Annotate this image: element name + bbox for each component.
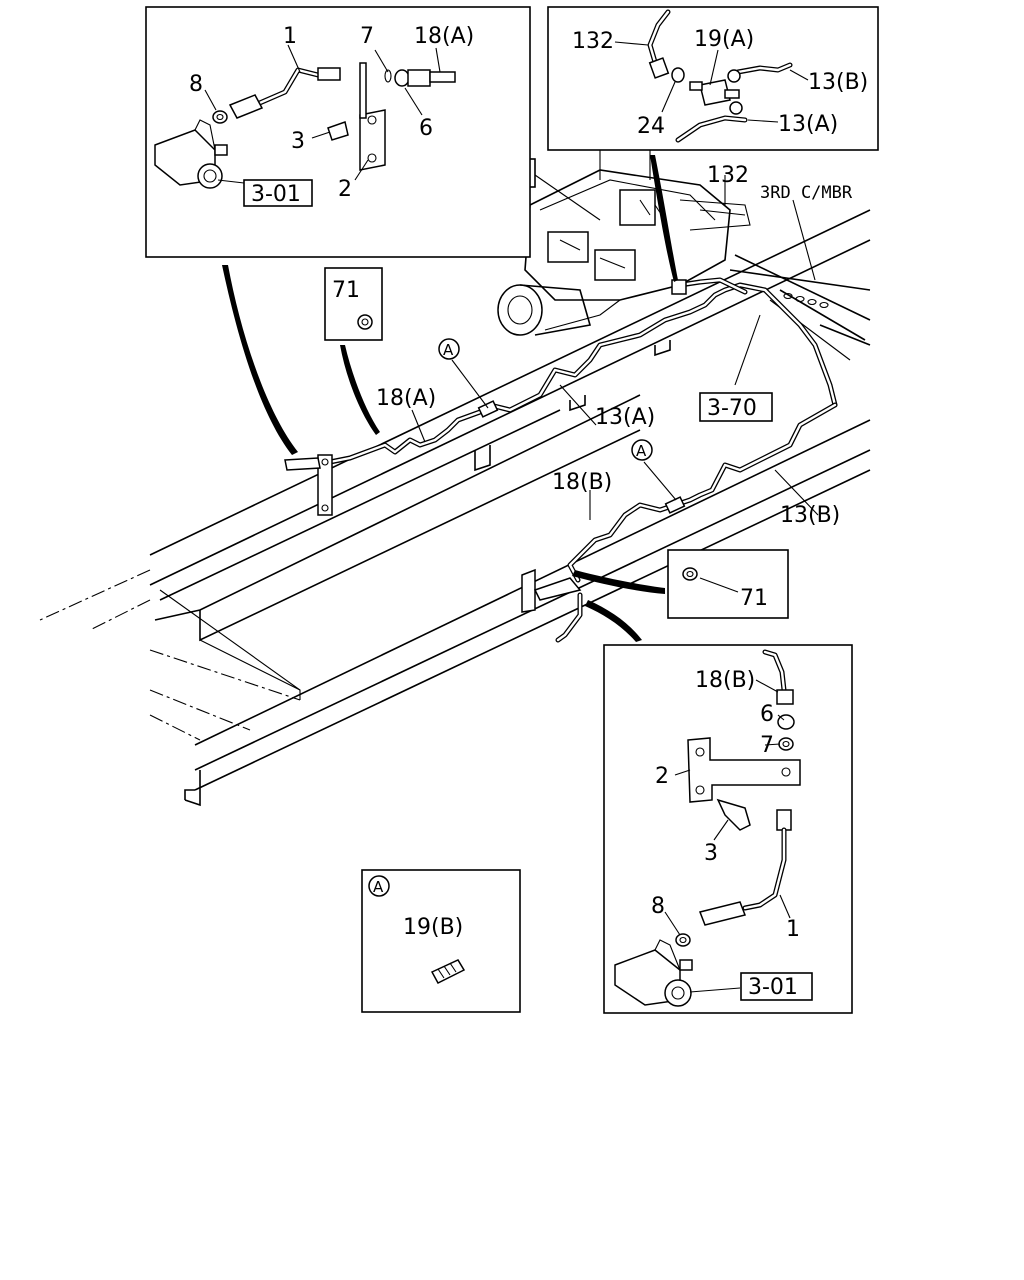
brake-pipe-18b (567, 502, 678, 583)
leader-curves (222, 155, 678, 642)
label-13a-main: 13(A) (595, 405, 655, 430)
br-label-6: 6 (760, 702, 774, 727)
master-cylinder-icon (154, 119, 228, 189)
label-13b-main: 13(B) (780, 503, 840, 528)
bolt-icon (327, 121, 349, 141)
brake-pipe-18a (287, 402, 493, 468)
brake-pipe-13b (672, 402, 838, 508)
three-way-joint-icon (689, 79, 740, 106)
hose-icon (521, 568, 583, 643)
inset-top-right: 132 19(A) 13(B) 24 13(A) (547, 6, 879, 151)
label-18b-main: 18(B) (552, 470, 612, 495)
inset-71-lower: 71 (667, 549, 789, 619)
master-cylinder-icon (614, 939, 693, 1007)
tl-label-1: 1 (283, 24, 297, 49)
inset-a-label-19b: 19(B) (403, 915, 463, 940)
brake-pipe-13a (487, 282, 838, 413)
flare-nut-icon (671, 67, 685, 83)
pipe-to-3way (677, 277, 748, 295)
nut-icon (357, 314, 373, 330)
nut-icon (682, 567, 698, 581)
tl-label-18a: 18(A) (414, 24, 474, 49)
bolt-icon (716, 798, 751, 831)
tl-ref: 3-01 (251, 182, 301, 207)
inset71-label: 71 (740, 586, 768, 611)
leader-lines (411, 174, 819, 520)
br-ref: 3-01 (748, 975, 798, 1000)
inset-top-left: 1 7 18(A) 8 3 6 2 3-01 (145, 6, 531, 258)
br-label-18b: 18(B) (695, 668, 755, 693)
box-71-top (324, 267, 383, 341)
br-label-8: 8 (651, 894, 665, 919)
tl-label-7: 7 (360, 24, 374, 49)
tl-label-8: 8 (189, 72, 203, 97)
washer-icon (675, 933, 691, 947)
br-label-3: 3 (704, 841, 718, 866)
inset-bottom-right: 18(B) 6 7 2 3 8 1 3-01 (603, 644, 853, 1014)
circle-a-1 (438, 338, 460, 360)
bracket-icon (284, 454, 333, 516)
br-label-1: 1 (786, 917, 800, 942)
inset-a-circle (368, 875, 390, 897)
label-18a-main: 18(A) (376, 386, 436, 411)
br-label-2: 2 (655, 764, 669, 789)
washer-icon (212, 110, 228, 124)
circle-a-1-label: A (443, 341, 454, 359)
tl-label-6: 6 (419, 116, 433, 141)
tr-label-19a: 19(A) (694, 27, 754, 52)
flare-nut-icon (394, 69, 410, 87)
union-icon (477, 279, 687, 514)
label-3rd-cmbr: 3RD C/MBR (760, 183, 853, 203)
main-labels: 3-20 132 3RD C/MBR 71 18(A) A 13(A) 3-70… (324, 158, 853, 528)
br-ref-box (740, 972, 813, 1001)
label-71-top: 71 (332, 278, 360, 303)
ref-3-70: 3-70 (707, 396, 757, 421)
hose-fitting (698, 901, 747, 926)
flare-nut-icon (776, 689, 794, 705)
bracket-icon (359, 109, 386, 171)
label-132-main: 132 (707, 163, 749, 188)
tl-label-3: 3 (291, 129, 305, 154)
hose-fitting (317, 67, 341, 81)
circle-a-2 (631, 439, 653, 461)
tr-label-132: 132 (572, 29, 614, 54)
br-label-7: 7 (760, 733, 774, 758)
tr-label-24: 24 (637, 114, 665, 139)
circle-a-2-label: A (636, 442, 647, 460)
transmission-assembly (497, 150, 751, 336)
bracket-icon (687, 737, 801, 803)
tl-ref-box (243, 179, 313, 207)
ref-box-3-70 (699, 392, 773, 422)
tr-label-13b: 13(B) (808, 70, 868, 95)
washer-icon (778, 737, 794, 751)
inset-a-circle-label: A (373, 878, 384, 896)
union-icon (430, 959, 466, 984)
tl-label-2: 2 (338, 177, 352, 202)
tr-label-13a: 13(A) (778, 112, 838, 137)
inset-a: A 19(B) (361, 869, 521, 1013)
